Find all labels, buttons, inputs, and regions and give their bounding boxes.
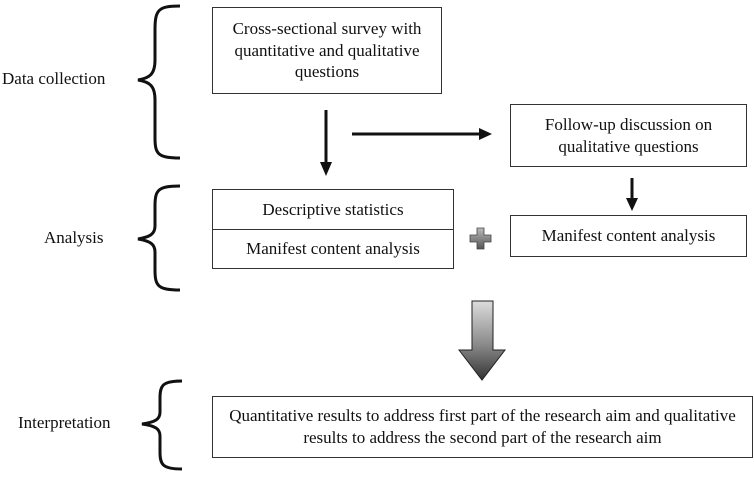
- arrow-survey-to-analysis: [320, 110, 332, 176]
- descriptive-statistics-cell: Descriptive statistics: [262, 199, 404, 219]
- big-down-arrow: [457, 300, 507, 381]
- followup-box: Follow-up discussion on qualitative ques…: [510, 104, 747, 167]
- brace-analysis: [137, 184, 181, 292]
- arrow-followup-to-manifest: [626, 178, 638, 211]
- interpretation-box: Quantitative results to address first pa…: [212, 396, 753, 458]
- analysis-stack-box: Descriptive statistics Manifest content …: [212, 189, 454, 269]
- plus-icon: [469, 227, 492, 250]
- arrow-to-followup: [352, 128, 492, 140]
- stage-label-interpretation: Interpretation: [18, 413, 111, 432]
- stage-label-analysis: Analysis: [44, 228, 104, 247]
- manifest-content-analysis-right-box: Manifest content analysis: [510, 215, 747, 257]
- brace-collection: [137, 4, 181, 160]
- survey-box: Cross-sectional survey with quantitative…: [212, 7, 442, 94]
- stage-label-data-collection: Data collection: [2, 69, 106, 88]
- manifest-content-analysis-left-cell: Manifest content analysis: [213, 229, 453, 268]
- brace-interpretation: [141, 379, 183, 471]
